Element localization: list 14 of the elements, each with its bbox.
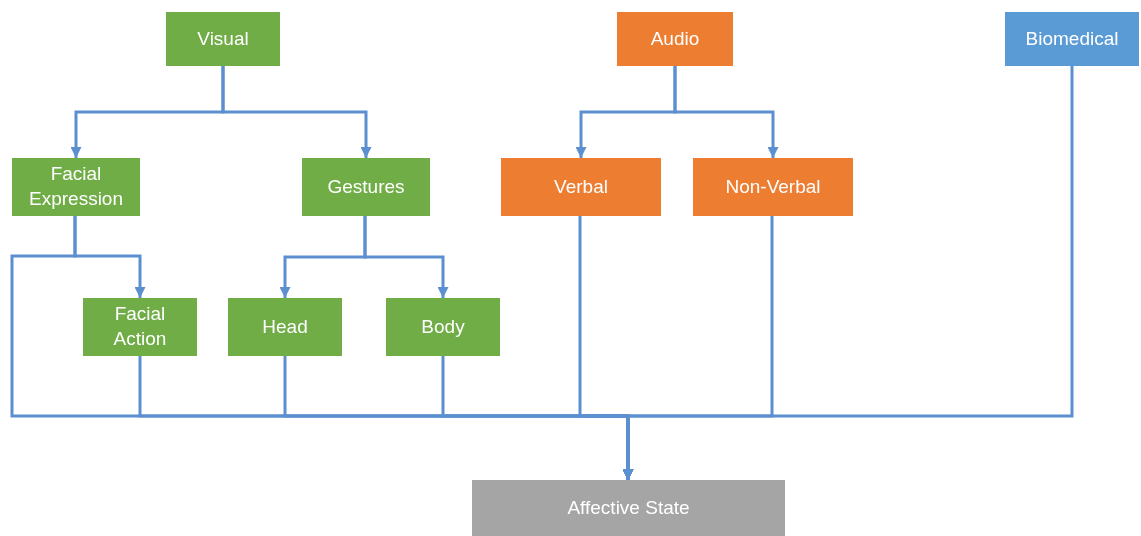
category-box: Gestures bbox=[302, 158, 430, 216]
category-box: Facial Expression bbox=[12, 158, 140, 216]
category-box: Non-Verbal bbox=[693, 158, 853, 216]
category-box: Body bbox=[386, 298, 500, 356]
category-box: Biomedical bbox=[1005, 12, 1139, 66]
category-box: Facial Action bbox=[83, 298, 197, 356]
category-box: Affective State bbox=[472, 480, 785, 536]
connector-arrow bbox=[221, 66, 372, 158]
connector-arrow bbox=[673, 66, 779, 158]
connector-arrow bbox=[363, 216, 449, 298]
category-box: Verbal bbox=[501, 158, 661, 216]
category-box: Audio bbox=[617, 12, 733, 66]
category-box: Head bbox=[228, 298, 342, 356]
category-box: Visual bbox=[166, 12, 280, 66]
